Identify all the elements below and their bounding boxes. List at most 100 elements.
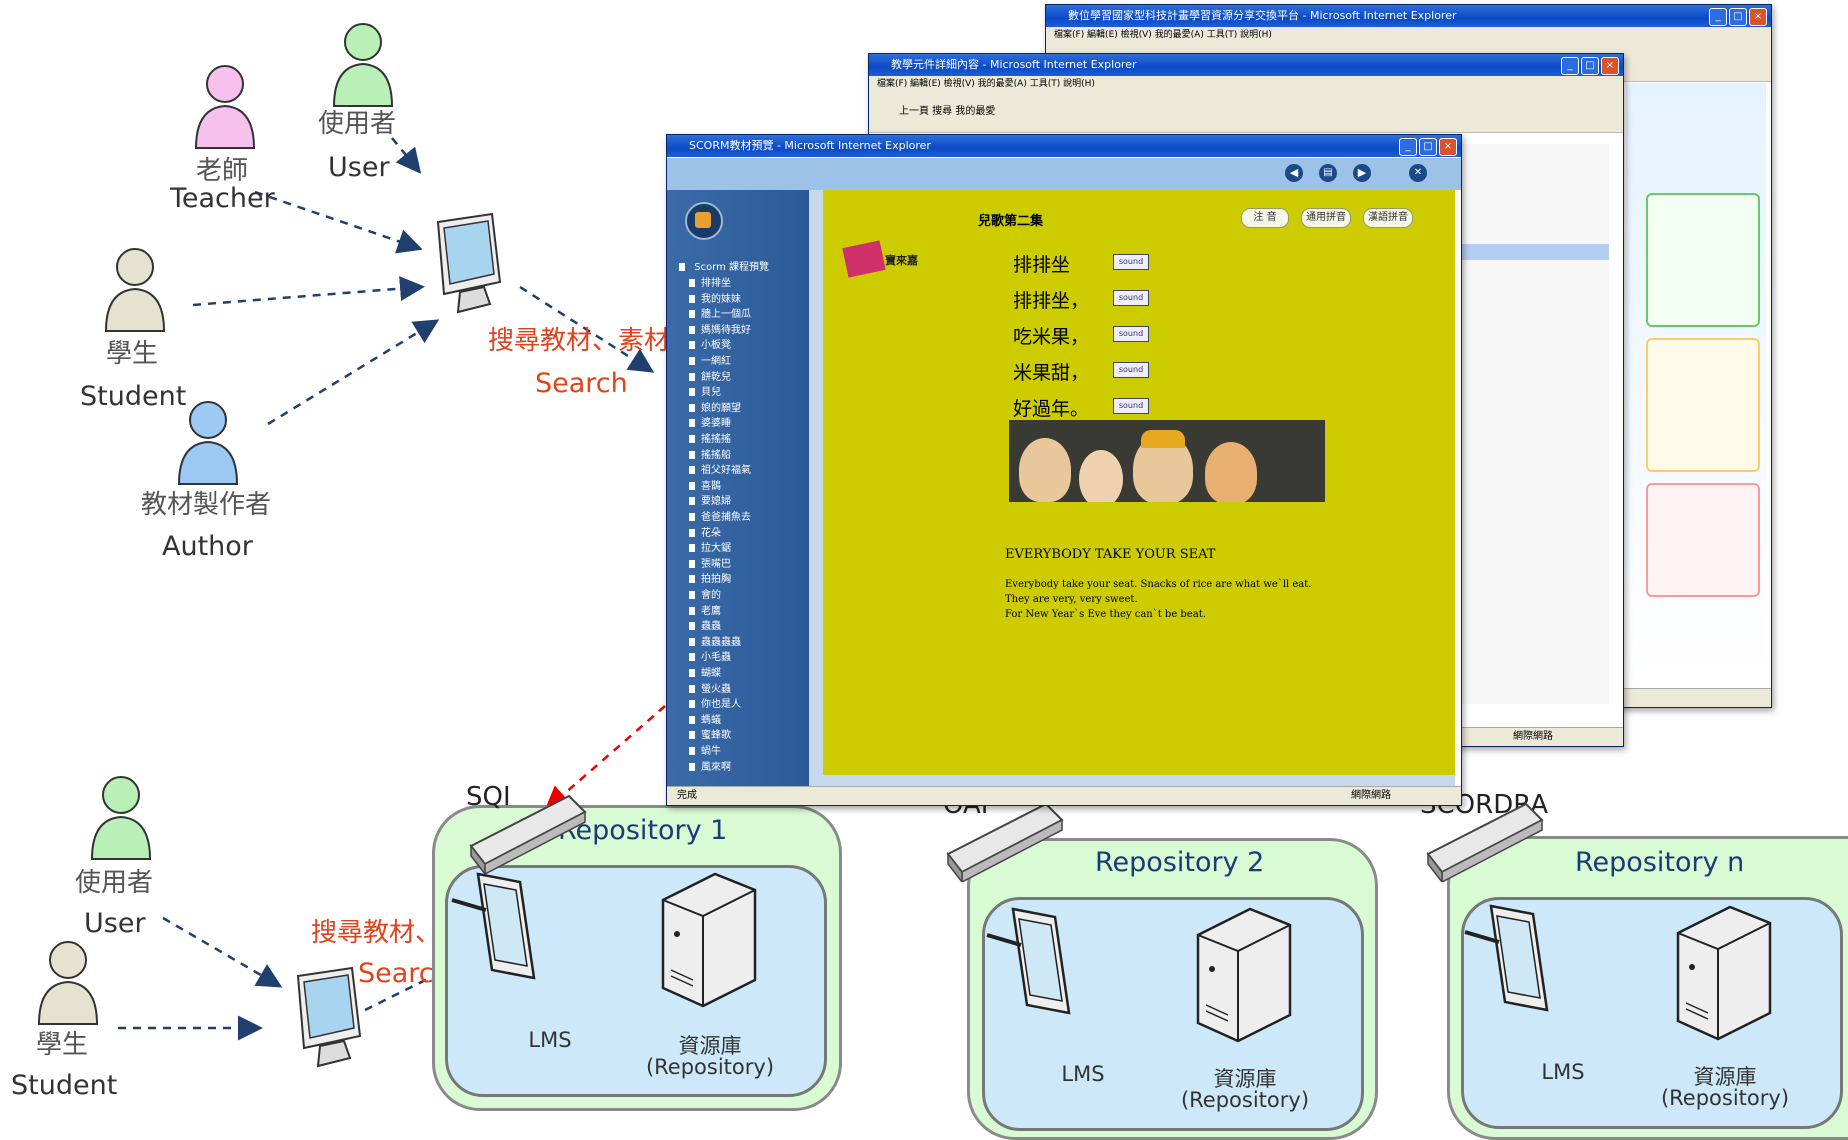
user-label-en: User (328, 152, 390, 183)
repository-2-title: Repository 2 (1095, 847, 1265, 878)
middle-window-titlebar[interactable]: 教學元件詳細內容 - Microsoft Internet Explorer _… (869, 54, 1623, 76)
content-hscrollbar[interactable] (823, 775, 1455, 787)
blue-bar (1459, 244, 1609, 260)
english-line-3: For New Year`s Eve they can`t be beat. (1005, 609, 1206, 620)
prev-arrow-icon[interactable]: ◀ (1285, 164, 1303, 182)
user-person-icon-bottom (90, 776, 152, 860)
children-illustration (1009, 420, 1325, 532)
minimize-icon[interactable]: _ (1561, 57, 1579, 75)
tree-item[interactable]: 媽媽待我好 (689, 321, 751, 336)
close-icon[interactable]: × (1749, 8, 1767, 26)
sidebar-scrollbar[interactable] (809, 190, 823, 787)
tree-item[interactable]: 老鷹 (689, 602, 721, 617)
arrow-user2-to-pc (162, 916, 283, 988)
close-icon[interactable]: × (1601, 57, 1619, 75)
maximize-icon[interactable]: □ (1729, 8, 1747, 26)
tree-item[interactable]: 風來啊 (689, 758, 731, 773)
ranking-panel (1646, 338, 1760, 472)
repository-2-repo-zh: 資源庫 (1213, 1067, 1277, 1091)
next-arrow-icon[interactable]: ▶ (1353, 164, 1371, 182)
tree-item[interactable]: 喜鵲 (689, 477, 721, 492)
minimize-icon[interactable]: _ (1399, 138, 1417, 156)
tree-item[interactable]: 要媳婦 (689, 492, 731, 507)
sound-button[interactable]: sound (1113, 362, 1149, 378)
maximize-icon[interactable]: □ (1581, 57, 1599, 75)
tree-item[interactable]: 蟲蟲 (689, 617, 721, 632)
top-search-label-en: Search (535, 368, 628, 399)
tree-item[interactable]: 餅乾兒 (689, 368, 731, 383)
tablet-lms-icon (451, 872, 536, 980)
exit-icon[interactable]: ✕ (1409, 164, 1427, 182)
scorm-preview-window[interactable]: SCORM教材預覽 - Microsoft Internet Explorer … (666, 134, 1462, 806)
tree-item[interactable]: 蝸牛 (689, 742, 721, 757)
repository-n-repo-zh: 資源庫 (1693, 1065, 1757, 1089)
tree-item[interactable]: 搖搖船 (689, 446, 731, 461)
tree-item[interactable]: 張嘴巴 (689, 555, 731, 570)
scorm-window-title: SCORM教材預覽 - Microsoft Internet Explorer (689, 139, 931, 152)
tree-item[interactable]: 你也是人 (689, 695, 741, 710)
tree-item[interactable]: 螞蟻 (689, 711, 721, 726)
minimize-icon[interactable]: _ (1709, 8, 1727, 26)
network-switch-icon (946, 802, 1064, 882)
scorm-sidebar: Scorm 課程預覽 排排坐我的妹妹牆上一個瓜媽媽待我好小板凳一網紅餅乾兒貝兒娘… (667, 190, 809, 787)
repository-2-lms-label: LMS (1061, 1062, 1105, 1086)
computer-monitor-icon-bottom (296, 966, 362, 1068)
scorm-window-titlebar[interactable]: SCORM教材預覽 - Microsoft Internet Explorer … (667, 135, 1461, 157)
tree-item[interactable]: 蜜蜂歌 (689, 726, 731, 741)
tree-item[interactable]: 牆上一個瓜 (689, 305, 751, 320)
english-line-2: They are very, very sweet. (1005, 594, 1138, 605)
user-person-icon (332, 23, 394, 107)
back-window-titlebar[interactable]: 數位學習國家型科技計畫學習資源分享交換平台 - Microsoft Intern… (1046, 5, 1771, 27)
sound-button[interactable]: sound (1113, 254, 1149, 270)
student2-label-zh: 學生 (36, 1030, 89, 1060)
student-person-icon-bottom (37, 941, 99, 1025)
hanyu-pinyin-button[interactable]: 漢語拼音 (1363, 208, 1413, 228)
tree-item[interactable]: 貝兒 (689, 383, 721, 398)
tree-item[interactable]: 會的 (689, 586, 721, 601)
scorm-status-right: 網際網路 (1351, 790, 1391, 801)
tongyong-pinyin-button[interactable]: 通用拼音 (1301, 208, 1351, 228)
repository-1-repo-en: (Repository) (645, 1055, 775, 1079)
middle-window-toolbar-label[interactable]: 上一頁 搜尋 我的最愛 (899, 106, 996, 117)
tree-item[interactable]: 小毛蟲 (689, 648, 731, 663)
zhuyin-button[interactable]: 注 音 (1241, 208, 1289, 228)
tree-item[interactable]: 蟲蟲蟲蟲 (689, 633, 741, 648)
close-icon[interactable]: × (1439, 138, 1457, 156)
tree-item[interactable]: 小板凳 (689, 336, 731, 351)
sound-button[interactable]: sound (1113, 326, 1149, 342)
publisher-logo-text: 寶來嘉 (885, 254, 918, 267)
repository-1-repo-zh: 資源庫 (678, 1034, 742, 1058)
middle-window-status: 網際網路 (1513, 731, 1553, 742)
back-window-menubar[interactable]: 檔案(F) 編輯(E) 檢視(V) 我的最愛(A) 工具(T) 說明(H) (1046, 27, 1771, 43)
scorm-window-statusbar: 完成 網際網路 (667, 786, 1461, 805)
course-globe-icon (685, 202, 723, 240)
tree-item[interactable]: 娘的願望 (689, 399, 741, 414)
tree-item[interactable]: 拉大鋸 (689, 539, 731, 554)
tree-item[interactable]: 一網紅 (689, 352, 731, 367)
tree-root[interactable]: Scorm 課程預覽 (679, 258, 769, 273)
back-window-content (1626, 83, 1766, 683)
sound-button[interactable]: sound (1113, 290, 1149, 306)
middle-window-menubar[interactable]: 檔案(F) 編輯(E) 檢視(V) 我的最愛(A) 工具(T) 說明(H) (869, 76, 1623, 92)
protocol-sqi-label: SQI (466, 782, 511, 812)
tree-item[interactable]: 螢火蟲 (689, 680, 731, 695)
tree-item[interactable]: 排排坐 (689, 274, 731, 289)
student-person-icon (104, 248, 166, 332)
back-window-title: 數位學習國家型科技計畫學習資源分享交換平台 - Microsoft Intern… (1068, 9, 1457, 22)
tree-item[interactable]: 祖父好福氣 (689, 461, 751, 476)
repository-1-lms-label: LMS (528, 1028, 572, 1052)
maximize-icon[interactable]: □ (1419, 138, 1437, 156)
tree-item[interactable]: 蝴蝶 (689, 664, 721, 679)
tree-item[interactable]: 我的妹妹 (689, 290, 741, 305)
tree-item[interactable]: 拍拍胸 (689, 570, 731, 585)
tree-item[interactable]: 爸爸捕魚去 (689, 508, 751, 523)
sound-button[interactable]: sound (1113, 398, 1149, 414)
tree-item[interactable]: 婆婆睡 (689, 414, 731, 429)
repository-n-repo-en: (Repository) (1660, 1086, 1790, 1110)
tree-item[interactable]: 花朵 (689, 524, 721, 539)
tree-item[interactable]: 搖搖搖 (689, 430, 731, 445)
tablet-lms-icon (1464, 904, 1549, 1012)
toc-icon[interactable]: ▤ (1319, 164, 1337, 182)
lesson-header: 兒歌第二集 (978, 214, 1044, 229)
arrow-author-to-pc (267, 319, 440, 426)
